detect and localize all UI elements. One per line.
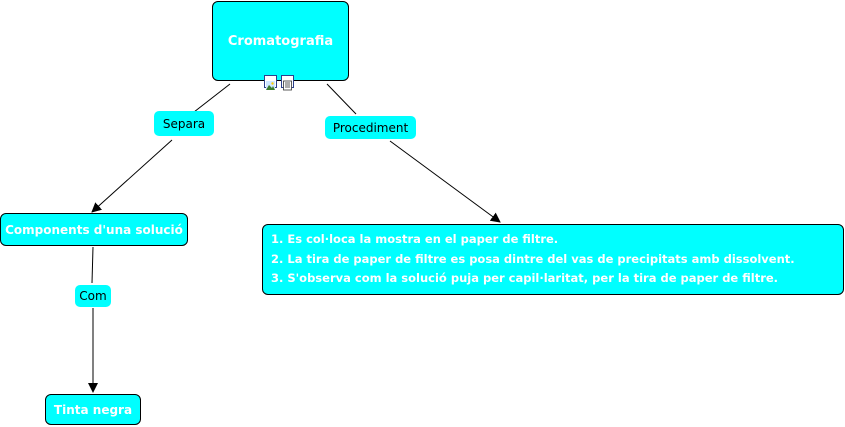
concept-procedure-steps[interactable]: 1. Es col·loca la mostra en el paper de …	[262, 224, 844, 295]
concept-cromatografia-label: Cromatografia	[227, 33, 334, 49]
concept-tinta-negra[interactable]: Tinta negra	[45, 394, 141, 425]
line-separa-to-components	[91, 139, 173, 213]
step-3: 3. S'observa com la solució puja per cap…	[271, 271, 779, 285]
line-root-to-procediment	[326, 83, 357, 115]
concept-components-label: Components d'una solució	[5, 222, 183, 237]
line-procediment-to-steps	[389, 140, 501, 223]
link-label-procediment[interactable]: Procediment	[325, 116, 416, 139]
concept-components[interactable]: Components d'una solució	[0, 213, 188, 246]
concept-cromatografia[interactable]: Cromatografia	[212, 1, 349, 81]
concept-tinta-negra-label: Tinta negra	[53, 402, 133, 417]
line-root-to-separa	[193, 83, 231, 113]
link-label-com[interactable]: Com	[75, 285, 111, 307]
line-components-to-com	[91, 246, 94, 284]
step-1: 1. Es col·loca la mostra en el paper de …	[271, 232, 559, 246]
link-label-separa[interactable]: Separa	[154, 111, 214, 136]
image-icon[interactable]	[264, 75, 277, 90]
document-icon[interactable]	[281, 75, 294, 91]
step-2: 2. La tira de paper de filtre es posa di…	[271, 251, 795, 266]
